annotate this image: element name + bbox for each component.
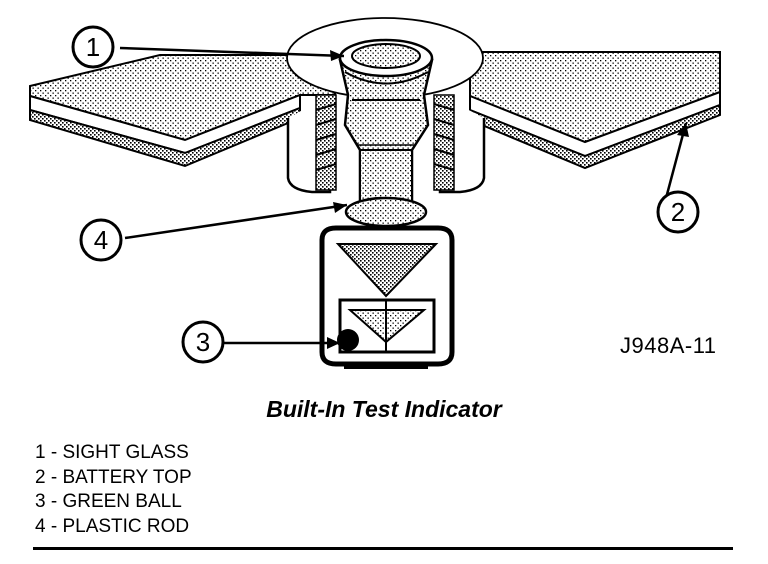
callout-4: 4 [79, 218, 123, 262]
callout-2: 2 [656, 190, 700, 234]
bottom-divider [33, 547, 733, 550]
legend-item-plastic-rod: 4 - PLASTIC ROD [35, 515, 190, 537]
legend-item-battery-top: 2 - BATTERY TOP [35, 466, 192, 488]
figure-id: J948A-11 [620, 333, 717, 358]
leader-lines [119, 46, 689, 349]
legend-item-sight-glass: 1 - SIGHT GLASS [35, 442, 189, 463]
svg-text:1: 1 [86, 32, 100, 62]
legend: 1 - SIGHT GLASS 2 - BATTERY TOP 3 - GREE… [35, 441, 192, 539]
callout-1: 1 [71, 25, 115, 69]
svg-text:3: 3 [196, 327, 210, 357]
green-ball [337, 329, 359, 351]
svg-text:4: 4 [94, 225, 108, 255]
figure-caption: Built-In Test Indicator [266, 396, 502, 422]
ball-cage [319, 225, 455, 369]
callout-3: 3 [181, 320, 225, 364]
plastic-rod [344, 149, 428, 228]
svg-text:2: 2 [671, 197, 685, 227]
legend-item-green-ball: 3 - GREEN BALL [35, 491, 182, 512]
threaded-housing [286, 94, 486, 194]
